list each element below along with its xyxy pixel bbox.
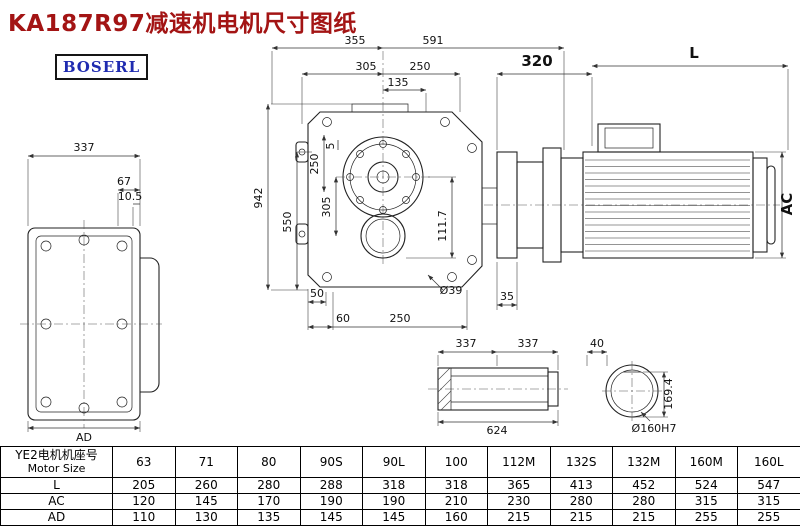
- column-header: 100: [424, 446, 488, 478]
- table-cell: 160: [424, 509, 488, 526]
- motor-size-header-cell: YE2电机机座号 Motor Size: [0, 446, 113, 478]
- table-cell: 288: [299, 477, 363, 494]
- table-cell: 170: [237, 493, 301, 510]
- page-title: KA187R97减速机电机尺寸图纸: [8, 11, 357, 37]
- dim-ad-label: AD: [76, 431, 92, 444]
- table-cell: 190: [362, 493, 426, 510]
- brand-logo-box: BOSERL: [55, 54, 148, 80]
- dim-10p5-label: 10.5: [118, 190, 143, 203]
- dim-111p7-label: 111.7: [436, 210, 449, 242]
- row-label: L: [0, 477, 113, 494]
- dim-337b-label: 337: [518, 337, 539, 350]
- row-label: AC: [0, 493, 113, 510]
- column-header: 160L: [737, 446, 800, 478]
- table-cell: 315: [674, 493, 738, 510]
- table-cell: 280: [549, 493, 613, 510]
- table-cell: 190: [299, 493, 363, 510]
- dim-337a-label: 337: [456, 337, 477, 350]
- header-cn: YE2电机机座号: [15, 448, 98, 462]
- dim-320-label: 320: [521, 52, 552, 70]
- dim-305-left-label: 305: [320, 197, 333, 218]
- table-cell: 452: [612, 477, 676, 494]
- table-cell: 255: [737, 509, 800, 526]
- table-cell: 135: [237, 509, 301, 526]
- dim-337-left-label: 337: [74, 141, 95, 154]
- dim-250-bottom-label: 250: [390, 312, 411, 325]
- table-cell: 145: [174, 493, 238, 510]
- table-cell: 145: [299, 509, 363, 526]
- dim-67-label: 67: [117, 175, 131, 188]
- table-cell: 215: [612, 509, 676, 526]
- column-header: 63: [112, 446, 176, 478]
- table-cell: 280: [612, 493, 676, 510]
- column-header: 132M: [612, 446, 676, 478]
- left-view-drawing: 337 67 10.5 AD: [20, 141, 162, 444]
- dim-250-top-label: 250: [410, 60, 431, 73]
- dim-250-left-label: 250: [308, 154, 321, 175]
- table-cell: 315: [737, 493, 800, 510]
- dim-942-label: 942: [252, 188, 265, 209]
- column-header: 90S: [299, 446, 363, 478]
- column-header: 160M: [674, 446, 738, 478]
- column-header: 112M: [487, 446, 551, 478]
- table-cell: 524: [674, 477, 738, 494]
- table-cell: 110: [112, 509, 176, 526]
- dim-L-label: L: [689, 44, 699, 62]
- bolt-holes: [40, 234, 128, 414]
- table-row-AD: AD 110 130 135 145 145 160 215 215 215 2…: [0, 509, 800, 526]
- dim-624-label: 624: [487, 424, 508, 437]
- table-header-row: YE2电机机座号 Motor Size 63 71 80 90S 90L 100…: [0, 446, 800, 478]
- dim-dia39-label: Ø39: [440, 284, 463, 297]
- bore-bolt-circles: [346, 140, 420, 214]
- dim-40-label: 40: [590, 337, 604, 350]
- dim-60-label: 60: [336, 312, 350, 325]
- table-row-AC: AC 120 145 170 190 190 210 230 280 280 3…: [0, 493, 800, 510]
- dim-50-label: 50: [310, 287, 324, 300]
- technical-drawing: 337 67 10.5 AD: [20, 34, 796, 444]
- table-cell: 547: [737, 477, 800, 494]
- header-en: Motor Size: [27, 462, 86, 475]
- column-header: 132S: [549, 446, 613, 478]
- dim-AC-label: AC: [778, 193, 796, 216]
- table-cell: 205: [112, 477, 176, 494]
- row-label: AD: [0, 509, 113, 526]
- table-cell: 318: [362, 477, 426, 494]
- dim-591-label: 591: [423, 34, 444, 47]
- motor-size-table: YE2电机机座号 Motor Size 63 71 80 90S 90L 100…: [0, 446, 800, 526]
- table-cell: 260: [174, 477, 238, 494]
- dim-355-label: 355: [345, 34, 366, 47]
- housing-bolts: [322, 117, 477, 282]
- column-header: 80: [237, 446, 301, 478]
- table-cell: 255: [674, 509, 738, 526]
- table-cell: 413: [549, 477, 613, 494]
- dim-305-label: 305: [356, 60, 377, 73]
- table-cell: 130: [174, 509, 238, 526]
- table-cell: 215: [549, 509, 613, 526]
- motor-view-drawing: 320 L AC: [481, 44, 796, 263]
- table-cell: 145: [362, 509, 426, 526]
- main-view-drawing: 355 591 305 250 135 942 550 250 5 305: [252, 34, 565, 330]
- column-header: 90L: [362, 446, 426, 478]
- brand-logo-text: BOSERL: [62, 58, 141, 76]
- table-cell: 230: [487, 493, 551, 510]
- dim-550-label: 550: [281, 212, 294, 233]
- column-header: 71: [174, 446, 238, 478]
- table-cell: 318: [424, 477, 488, 494]
- bore-detail-drawing: 40 169.4 Ø160H7: [586, 337, 677, 435]
- dim-169p4-label: 169.4: [662, 378, 675, 410]
- table-cell: 280: [237, 477, 301, 494]
- table-cell: 120: [112, 493, 176, 510]
- table-cell: 215: [487, 509, 551, 526]
- table-cell: 210: [424, 493, 488, 510]
- dim-35-label: 35: [500, 290, 514, 303]
- table-row-L: L 205 260 280 288 318 318 365 413 452 52…: [0, 477, 800, 494]
- table-cell: 365: [487, 477, 551, 494]
- dim-160H7-label: Ø160H7: [632, 422, 677, 435]
- dim-5-label: 5: [324, 143, 337, 150]
- dim-135-label: 135: [388, 76, 409, 89]
- shaft-detail-drawing: 337 337 624: [428, 337, 568, 437]
